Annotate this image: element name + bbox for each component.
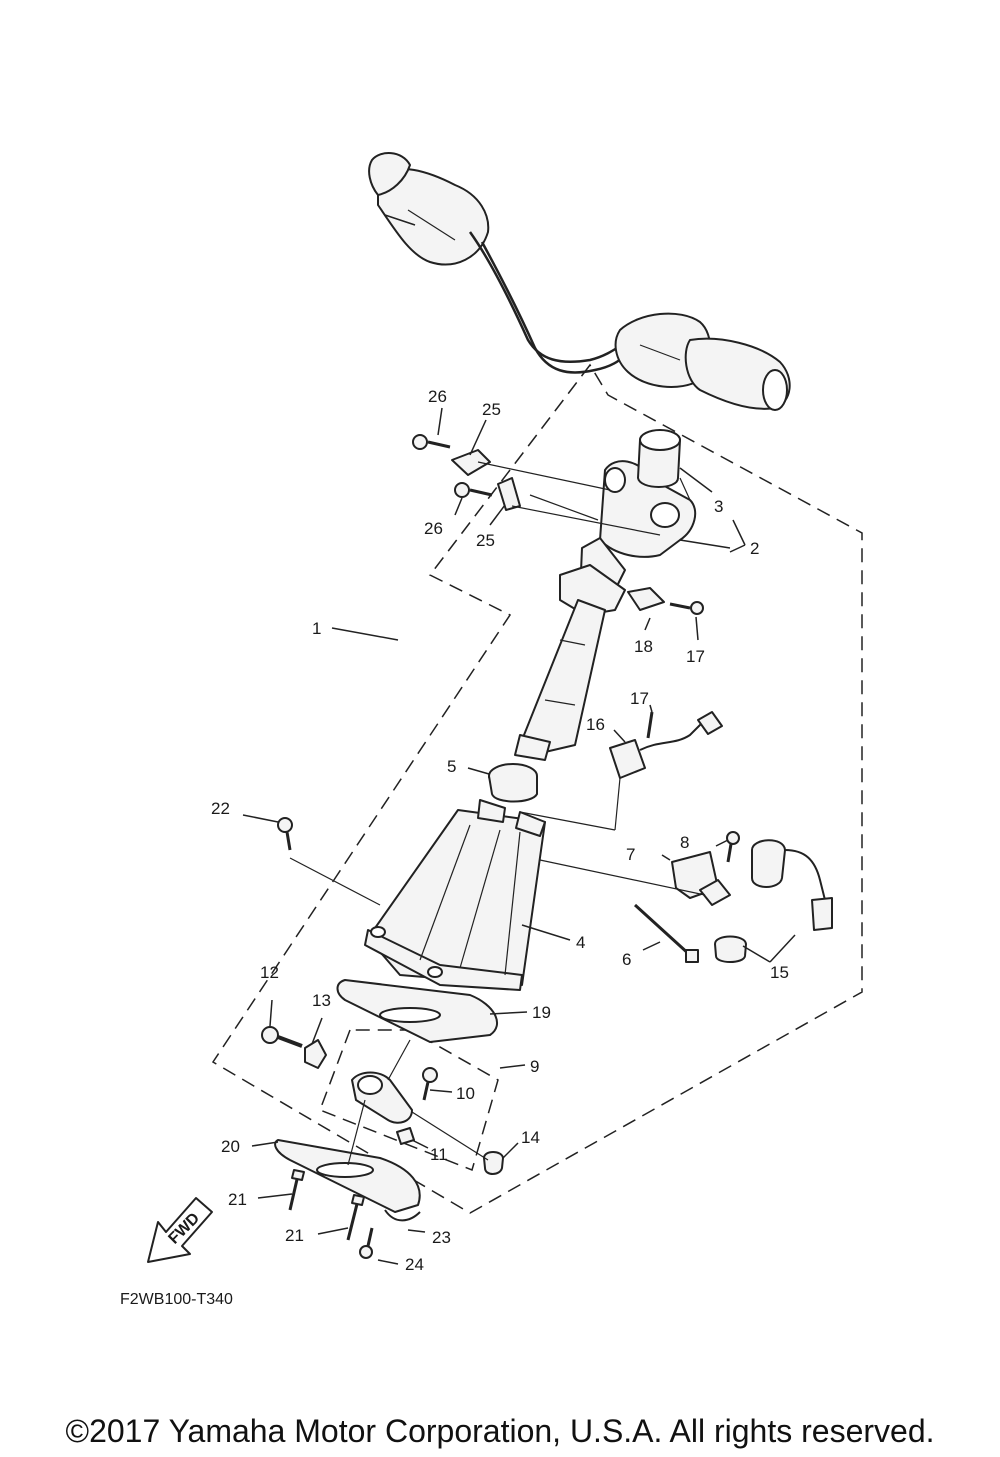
callouts: 1 2 3 4 5 6 7 8 9 10 11 12 13 14 15 16 1… [211,387,789,1274]
callout-2: 2 [750,539,759,558]
handlebar [368,152,791,411]
callout-21b: 21 [285,1226,304,1245]
callout-26b: 26 [424,519,443,538]
column-housing [364,799,546,991]
forward-arrow-icon: FWD [147,1197,213,1263]
callout-10: 10 [456,1084,475,1103]
callout-17b: 17 [686,647,705,666]
callout-1: 1 [312,619,321,638]
callout-3: 3 [714,497,723,516]
leader-lines [242,407,796,1265]
callout-11: 11 [430,1145,448,1164]
callout-24: 24 [405,1255,424,1274]
copyright-notice: ©2017 Yamaha Motor Corporation, U.S.A. A… [65,1413,934,1449]
callout-19: 19 [532,1003,551,1022]
callout-5: 5 [447,757,456,776]
callout-17a: 17 [630,689,649,708]
callout-14: 14 [521,1128,540,1147]
callout-16: 16 [586,715,605,734]
callout-15: 15 [770,963,789,982]
callout-25a: 25 [482,400,501,419]
callout-6: 6 [622,950,631,969]
callout-13: 13 [312,991,331,1010]
assembly-9-outline [319,1029,499,1172]
callout-12: 12 [260,963,279,982]
callout-18: 18 [634,637,653,656]
callout-26a: 26 [428,387,447,406]
callout-8: 8 [680,833,689,852]
callout-22: 22 [211,799,230,818]
reference-code: F2WB100-T340 [120,1291,233,1308]
callout-4: 4 [576,933,585,952]
callout-20: 20 [221,1137,240,1156]
callout-23: 23 [432,1228,451,1247]
callout-7: 7 [626,845,635,864]
steering-shaft [514,599,606,761]
assembly-1-outline [211,363,863,1214]
callout-21a: 21 [228,1190,247,1209]
callout-25b: 25 [476,531,495,550]
bushing [488,763,538,803]
callout-9: 9 [530,1057,539,1076]
hardware [261,434,833,1259]
cap [637,429,681,488]
